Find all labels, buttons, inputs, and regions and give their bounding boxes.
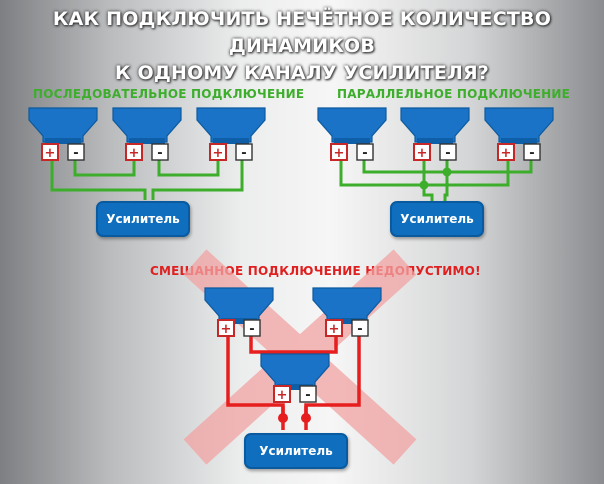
terminal-plus: + xyxy=(334,146,345,161)
series-heading: ПОСЛЕДОВАТЕЛЬНОЕ ПОДКЛЮЧЕНИЕ xyxy=(33,87,305,101)
terminal-minus: - xyxy=(73,146,78,161)
parallel-wiring xyxy=(339,160,533,203)
terminal-minus: - xyxy=(529,146,534,161)
mixed-amplifier: Усилитель xyxy=(244,433,348,469)
terminal-minus: - xyxy=(241,146,246,161)
terminal-plus: + xyxy=(129,146,140,161)
terminal-minus: - xyxy=(305,388,310,403)
series-wiring xyxy=(50,160,244,200)
terminal-plus: + xyxy=(213,146,224,161)
series-speaker-3 xyxy=(196,107,266,145)
title-line-2: К ОДНОМУ КАНАЛУ УСИЛИТЕЛЯ? xyxy=(114,62,490,84)
title-line-1: КАК ПОДКЛЮЧИТЬ НЕЧЁТНОЕ КОЛИЧЕСТВО ДИНАМ… xyxy=(52,8,552,57)
parallel-speaker-1 xyxy=(317,107,387,145)
parallel-speaker-2 xyxy=(400,107,470,145)
terminal-plus: + xyxy=(417,146,428,161)
terminal-plus: + xyxy=(501,146,512,161)
parallel-amplifier: Усилитель xyxy=(390,201,484,237)
terminal-minus: - xyxy=(445,146,450,161)
terminal-plus: + xyxy=(221,322,232,337)
terminal-plus: + xyxy=(45,146,56,161)
parallel-heading: ПАРАЛЛЕЛЬНОЕ ПОДКЛЮЧЕНИЕ xyxy=(337,87,571,101)
mixed-wiring xyxy=(226,336,361,430)
series-amplifier: Усилитель xyxy=(96,201,190,237)
page-title: КАК ПОДКЛЮЧИТЬ НЕЧЁТНОЕ КОЛИЧЕСТВО ДИНАМ… xyxy=(0,6,604,87)
terminal-minus: - xyxy=(249,322,254,337)
series-speaker-2 xyxy=(112,107,182,145)
terminal-plus: + xyxy=(277,388,288,403)
series-speaker-1 xyxy=(28,107,98,145)
parallel-speaker-3 xyxy=(484,107,554,145)
terminal-minus: - xyxy=(362,146,367,161)
terminal-minus: - xyxy=(357,322,362,337)
terminal-minus: - xyxy=(157,146,162,161)
terminal-plus: + xyxy=(329,322,340,337)
